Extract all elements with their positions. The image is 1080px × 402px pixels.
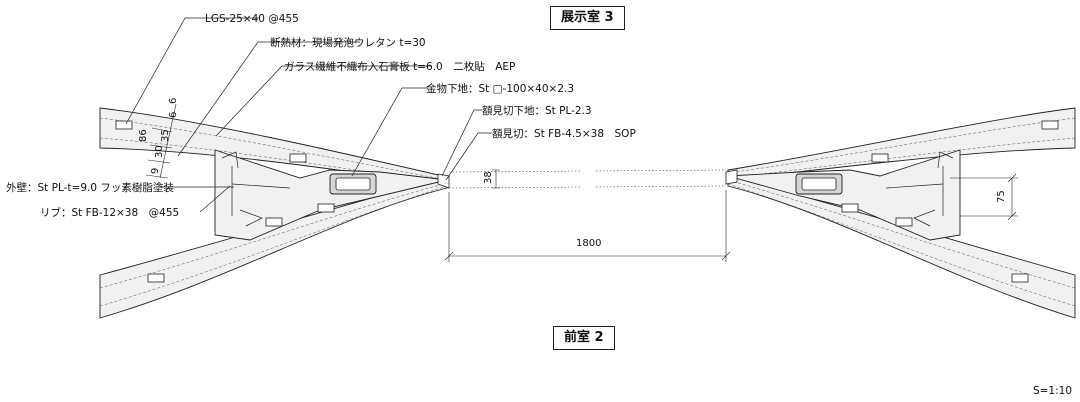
- right-lower-wall: [727, 175, 1076, 319]
- opening-break-gap: [582, 164, 594, 194]
- left-upper-wall-inner-line: [99, 117, 448, 181]
- leader-board: [215, 65, 432, 137]
- right-rib-2: [937, 151, 954, 169]
- dim-6a-text: 6: [168, 98, 179, 104]
- right-stud-1: [1041, 120, 1059, 130]
- right-stud-4: [895, 217, 913, 227]
- label-insulation: 断熱材：現場発泡ウレタン t=30: [270, 36, 426, 49]
- left-stud-2: [289, 153, 307, 163]
- right-stud-5: [1011, 273, 1029, 283]
- right-stud-3: [841, 203, 859, 213]
- dim-38-text: 38: [483, 171, 494, 184]
- leader-trim: [445, 132, 492, 181]
- right-trim: [725, 169, 738, 185]
- dim-35-text: 35: [160, 129, 171, 142]
- left-stud-4: [265, 217, 283, 227]
- leader-lgs: [125, 17, 260, 125]
- right-stud-2: [871, 153, 889, 163]
- left-stud-5: [147, 273, 165, 283]
- left-hardware-base-tube-inner: [335, 177, 371, 191]
- left-junction-core: [214, 149, 448, 241]
- left-rib-2: [221, 151, 239, 169]
- opening-line-top: [448, 169, 727, 173]
- dim-75-line: [950, 173, 1018, 221]
- right-rib-3: [913, 209, 936, 227]
- dim-6b-text: 6: [168, 112, 179, 118]
- left-rib-3: [239, 209, 263, 227]
- label-exterior: 外壁：St PL-t=9.0 フッ素樹脂塗装: [6, 181, 174, 194]
- dim-38-line: [492, 169, 500, 189]
- scale-note: S=1:10: [1032, 385, 1072, 397]
- left-stud-3: [317, 203, 335, 213]
- dim-left-stack-line: [145, 103, 177, 179]
- leader-trim-base: [441, 109, 482, 177]
- leader-rib: [199, 185, 231, 213]
- label-trim: 額見切：St FB-4.5×38 SOP: [492, 127, 636, 140]
- label-board: ガラス繊維不織布入石膏板 t=6.0 二枚貼 AEP: [284, 60, 515, 73]
- left-lower-wall: [99, 177, 448, 319]
- dim-75-text: 75: [996, 190, 1007, 203]
- left-rib-1: [231, 183, 291, 189]
- left-stud-1: [115, 120, 133, 130]
- room-label-anteroom-2: 前室 2: [553, 326, 615, 350]
- right-lower-wall-inner-line-2: [727, 183, 1076, 307]
- dim-9-text: 9: [150, 168, 161, 174]
- dim-1800-text: 1800: [576, 238, 601, 249]
- left-lower-wall-inner-line: [99, 182, 448, 289]
- opening-line-bottom: [448, 185, 727, 189]
- right-lower-wall-inner-line: [727, 179, 1076, 289]
- leader-hardware-base: [351, 87, 428, 177]
- right-junction-core: [727, 149, 961, 241]
- dim-30-text: 30: [154, 145, 165, 158]
- room-label-exhibition-3: 展示室 3: [550, 6, 625, 30]
- dim-1800-line: [444, 190, 731, 262]
- leader-insulation: [177, 41, 360, 157]
- label-lgs: LGS-25×40 @455: [205, 13, 299, 25]
- dim-86-text: 86: [138, 129, 149, 142]
- right-rib-1: [885, 183, 944, 189]
- left-lower-wall-inner-line-2: [99, 185, 448, 307]
- right-upper-wall-inner-line: [727, 117, 1076, 174]
- right-upper-wall-inner-line-2: [727, 137, 1076, 179]
- label-hardware-base: 金物下地：St □-100×40×2.3: [426, 82, 574, 95]
- right-hardware-base-tube-inner: [801, 177, 837, 191]
- label-trim-base: 額見切下地：St PL-2.3: [482, 104, 592, 117]
- label-rib: リブ：St FB-12×38 @455: [40, 206, 179, 219]
